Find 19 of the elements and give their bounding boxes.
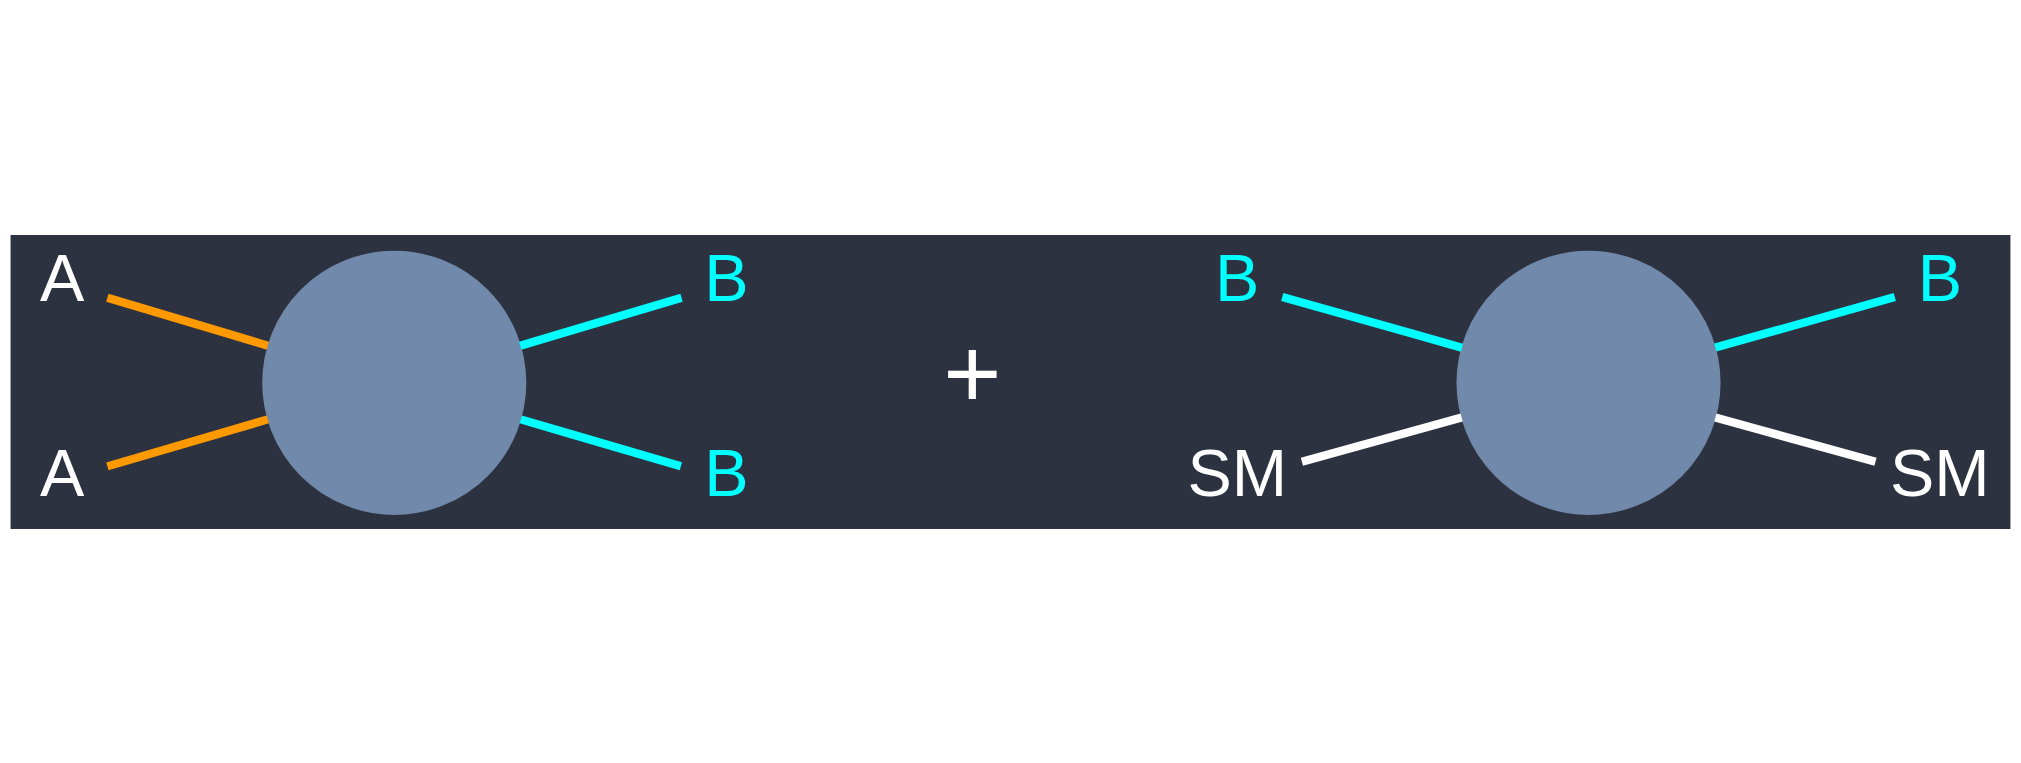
node-text: A — [39, 435, 85, 510]
connector — [519, 293, 683, 350]
node-text: SM — [1187, 435, 1288, 510]
node-text: B — [1215, 240, 1260, 315]
node-circle — [1456, 250, 1721, 515]
node-circle — [262, 250, 527, 515]
node-text: B — [704, 240, 749, 315]
label: + — [943, 317, 1002, 429]
node-text: SM — [1890, 435, 1990, 510]
node-text: B — [1917, 240, 1962, 315]
connector — [519, 414, 683, 470]
connector — [1281, 292, 1464, 352]
connector — [1300, 413, 1463, 466]
connector — [106, 414, 269, 470]
connector — [1714, 412, 1877, 466]
node-text: A — [39, 240, 85, 315]
node-text: B — [704, 435, 749, 510]
connector — [1714, 292, 1896, 352]
connector — [106, 293, 270, 350]
